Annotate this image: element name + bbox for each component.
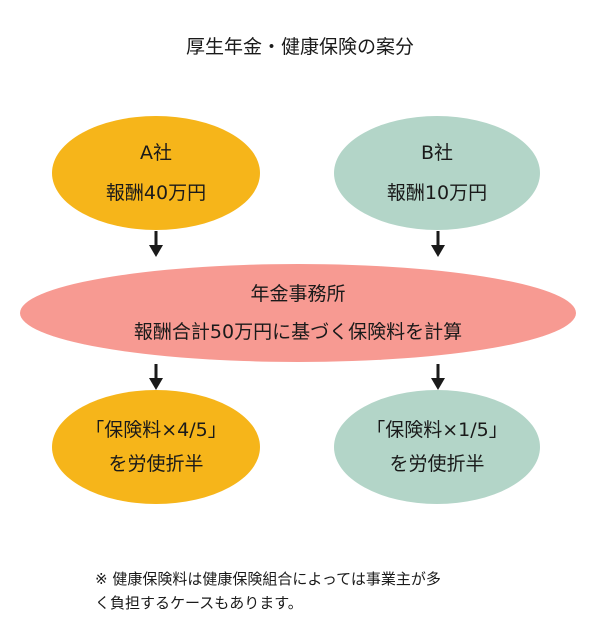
company-a-name: A社 [140, 142, 172, 164]
pension-office-description: 報酬合計50万円に基づく保険料を計算 [133, 321, 463, 343]
diagram-title: 厚生年金・健康保険の案分 [185, 36, 414, 58]
footnote: ※ 健康保険料は健康保険組合によっては事業主が多 く負担するケースもあります。 [95, 567, 515, 615]
result-a-split: を労使折半 [108, 453, 204, 475]
company-a-node: A社 報酬40万円 [52, 116, 260, 230]
company-b-node: B社 報酬10万円 [334, 116, 540, 230]
arrow-office-to-result-a [149, 364, 163, 390]
result-b-node: 「保険料×1/5」 を労使折半 [334, 390, 540, 504]
company-b-name: B社 [420, 142, 454, 164]
pension-office-name: 年金事務所 [250, 283, 346, 305]
result-a-node: 「保険料×4/5」 を労使折半 [52, 390, 260, 504]
arrow-a-to-office [149, 231, 163, 257]
footnote-line-2: く負担するケースもあります。 [95, 594, 303, 612]
arrow-office-to-result-b [431, 364, 445, 390]
result-b-split: を労使折半 [389, 453, 485, 475]
footnote-line-1: ※ 健康保険料は健康保険組合によっては事業主が多 [95, 570, 441, 588]
pension-office-node: 年金事務所 報酬合計50万円に基づく保険料を計算 [20, 264, 576, 362]
result-a-share: 「保険料×4/5」 [85, 419, 227, 441]
company-b-salary: 報酬10万円 [386, 182, 488, 204]
arrow-b-to-office [431, 231, 445, 257]
company-a-salary: 報酬40万円 [105, 182, 207, 204]
result-b-share: 「保険料×1/5」 [366, 419, 508, 441]
